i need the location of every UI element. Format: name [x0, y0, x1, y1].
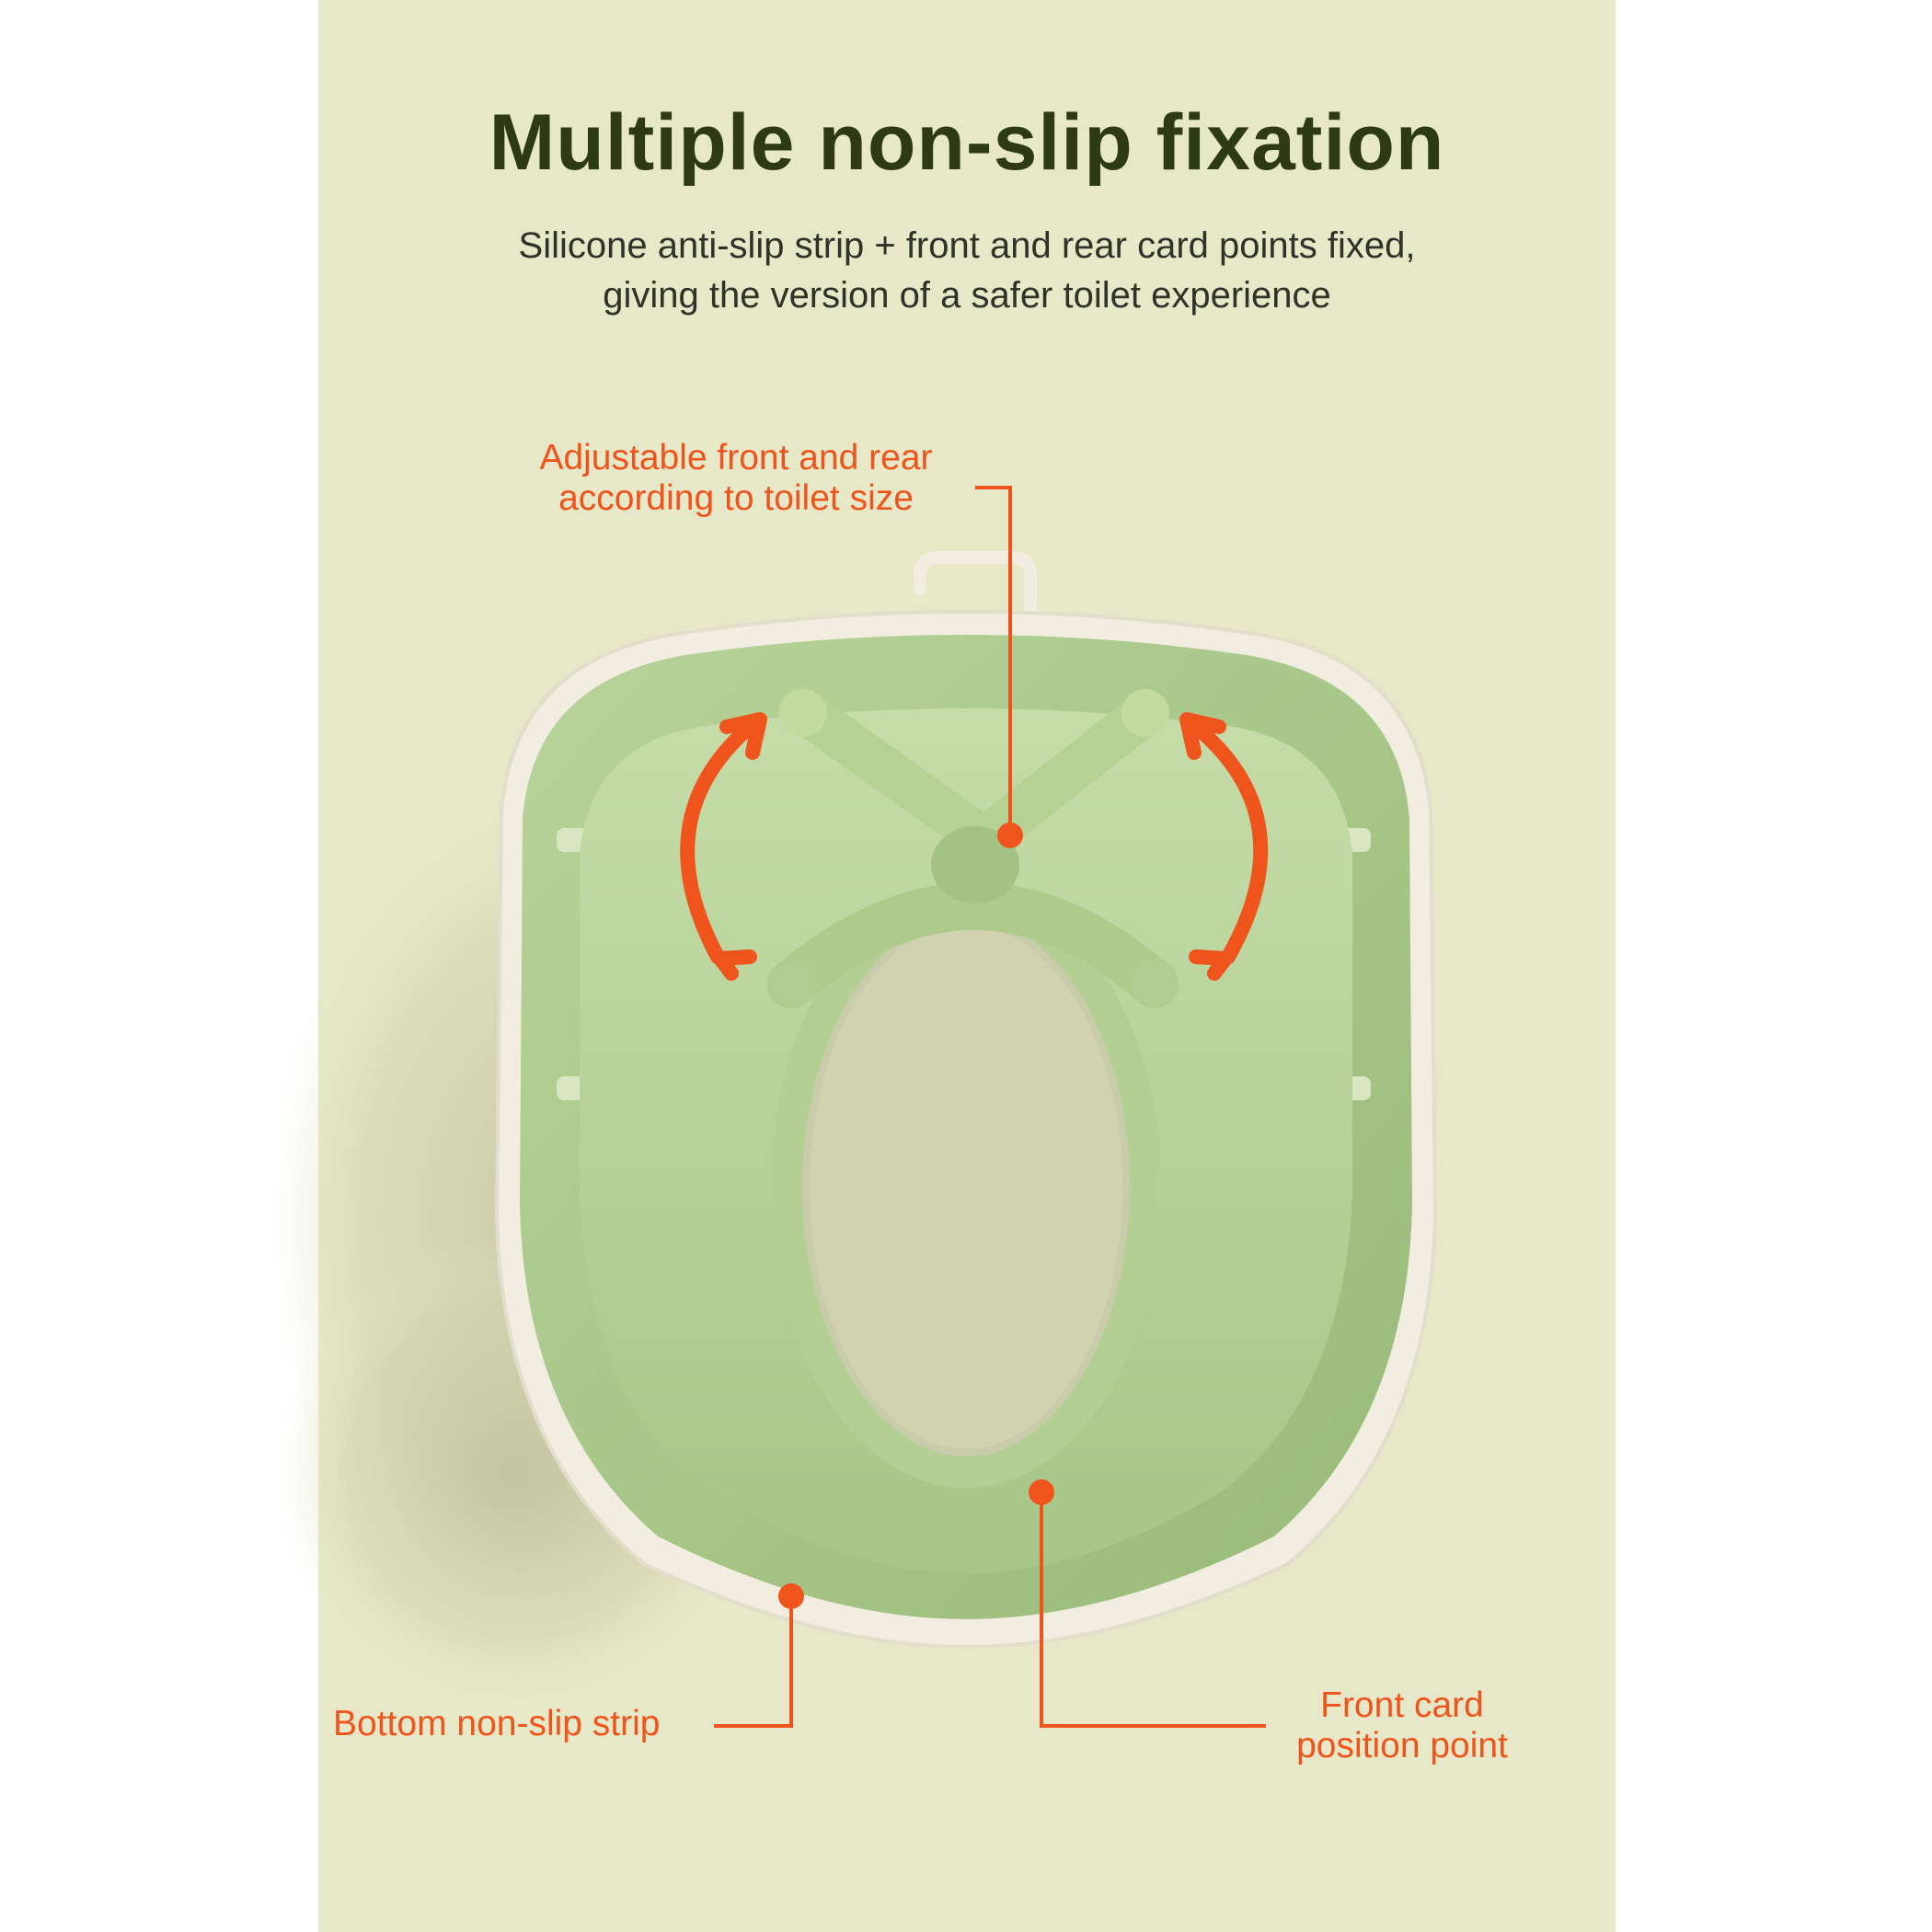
- knob-top-right: [1121, 689, 1169, 737]
- callout-adjustable-line-2: according to toilet size: [558, 478, 914, 518]
- center-pivot: [931, 826, 1019, 903]
- arrowhead-right-bottom: [1189, 949, 1233, 981]
- callout-front-card: Front card position point: [1273, 1685, 1531, 1766]
- subheadline-line-2: giving the version of a safer toilet exp…: [603, 275, 1331, 316]
- adjust-arm-lower: [767, 882, 1179, 1008]
- subheadline: Silicone anti-slip strip + front and rea…: [318, 221, 1616, 320]
- callout-front-card-line-1: Front card: [1320, 1685, 1484, 1725]
- knob-top-left: [779, 689, 827, 737]
- seat-opening-wall: [810, 925, 1122, 1449]
- callout-adjustable: Adjustable front and rear according to t…: [497, 438, 975, 519]
- callout-front-card-line-2: position point: [1296, 1726, 1508, 1765]
- leader-bottom-strip: [714, 1596, 793, 1728]
- leader-front-card: [1040, 1492, 1266, 1728]
- hanging-hook: [914, 551, 1037, 615]
- headline: Multiple non-slip fixation: [489, 98, 1445, 187]
- callout-bottom-strip: Bottom non-slip strip: [333, 1704, 661, 1743]
- arrowhead-left-top: [719, 712, 767, 760]
- adjust-arm-left: [778, 686, 1016, 868]
- callout-adjustable-line-1: Adjustable front and rear: [539, 438, 933, 477]
- arrowhead-left-bottom: [713, 949, 757, 981]
- leader-adjustable: [975, 486, 1012, 835]
- dot-adjustable: [997, 822, 1023, 848]
- dot-bottom-strip: [778, 1583, 804, 1609]
- arrow-curve-right: [1189, 719, 1269, 964]
- arrowhead-right-top: [1179, 712, 1226, 760]
- knob-bottom-left: [769, 959, 817, 1006]
- subheadline-line-1: Silicone anti-slip strip + front and rea…: [518, 225, 1416, 266]
- adjust-arm-right: [953, 691, 1167, 868]
- dot-front-card: [1029, 1479, 1054, 1505]
- arrow-curve-left: [680, 719, 757, 964]
- knob-bottom-right: [1131, 959, 1179, 1006]
